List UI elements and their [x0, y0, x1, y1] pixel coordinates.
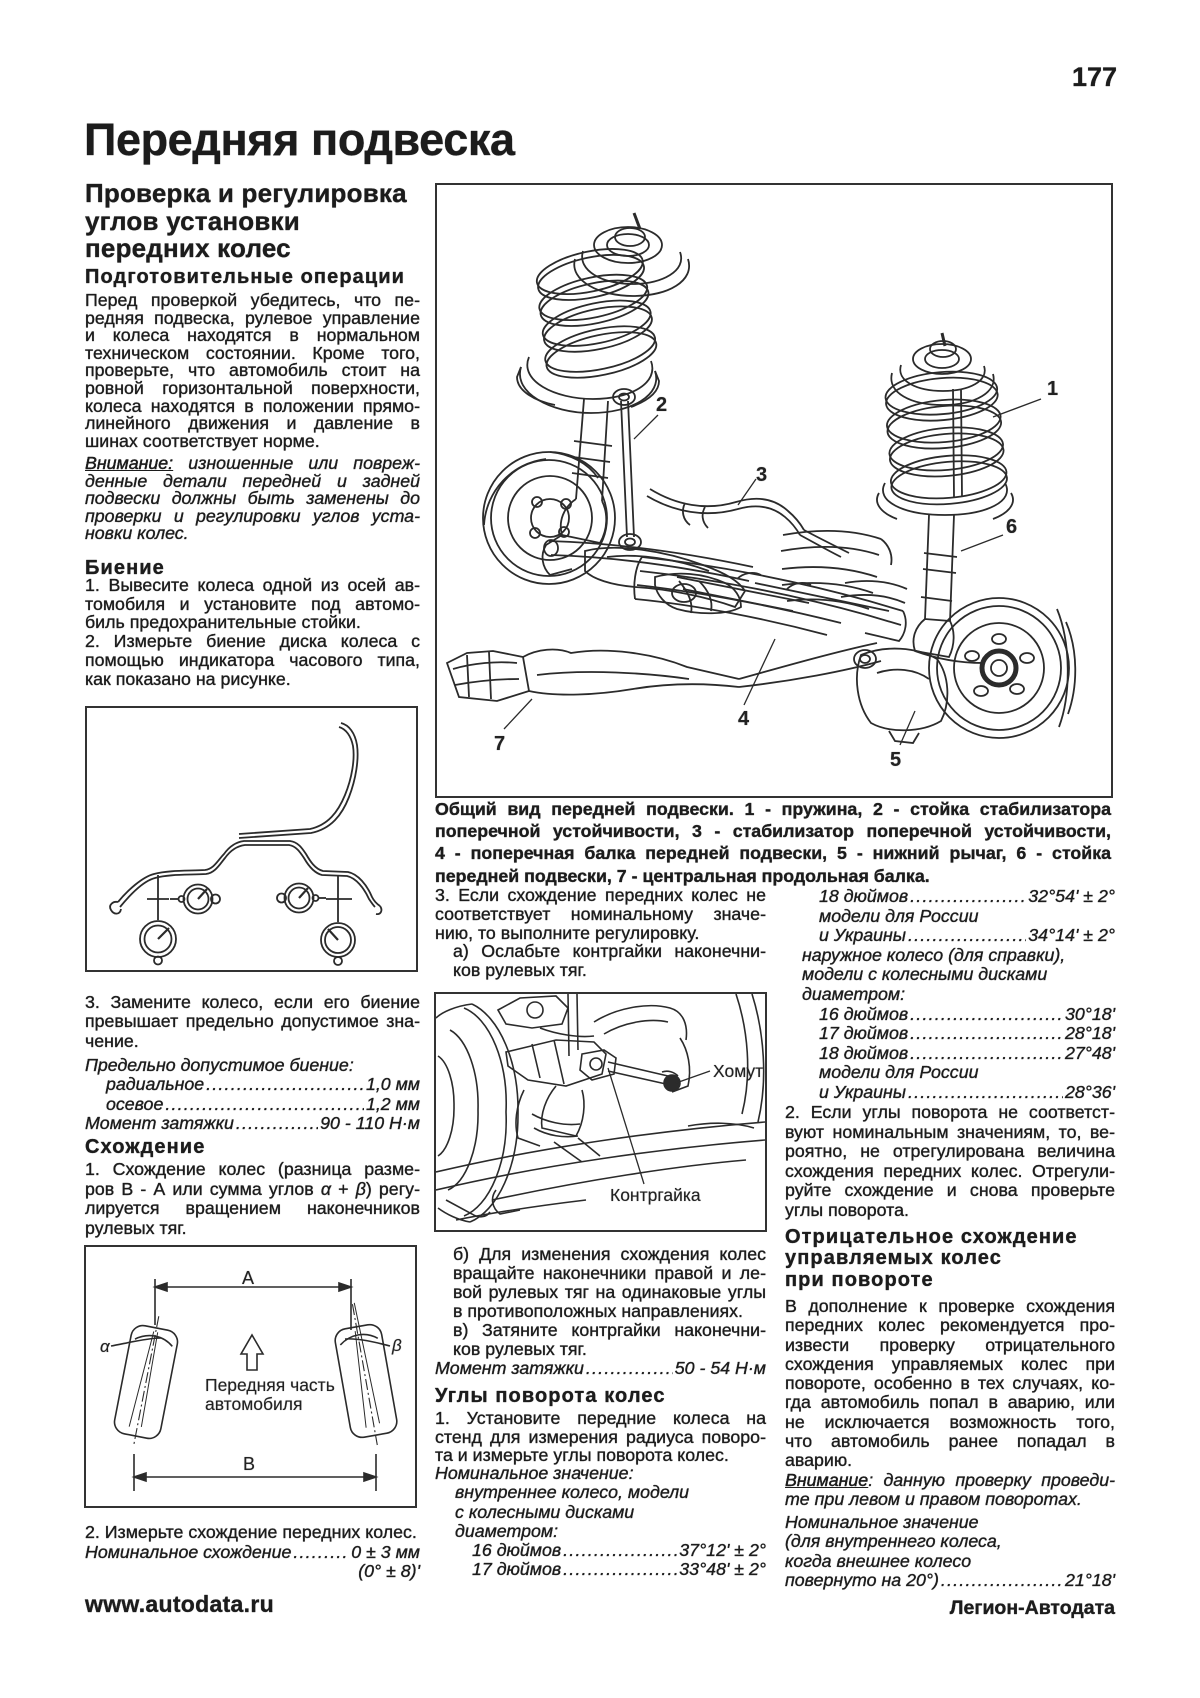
svg-text:7: 7: [494, 733, 505, 755]
svg-text:α: α: [100, 1337, 111, 1356]
svg-text:Хомут: Хомут: [713, 1061, 763, 1081]
svg-text:β: β: [391, 1336, 402, 1355]
svg-text:3: 3: [756, 464, 767, 486]
svg-text:A: A: [242, 1268, 254, 1288]
svg-text:4: 4: [738, 708, 750, 730]
svg-text:B: B: [243, 1454, 255, 1474]
svg-text:Контргайка: Контргайка: [610, 1185, 701, 1205]
svg-text:6: 6: [1006, 516, 1017, 538]
svg-text:автомобиля: автомобиля: [205, 1394, 302, 1414]
svg-text:5: 5: [890, 749, 901, 771]
svg-text:Передняя часть: Передняя часть: [205, 1375, 335, 1395]
svg-text:1: 1: [1047, 378, 1058, 400]
svg-text:2: 2: [656, 394, 667, 416]
